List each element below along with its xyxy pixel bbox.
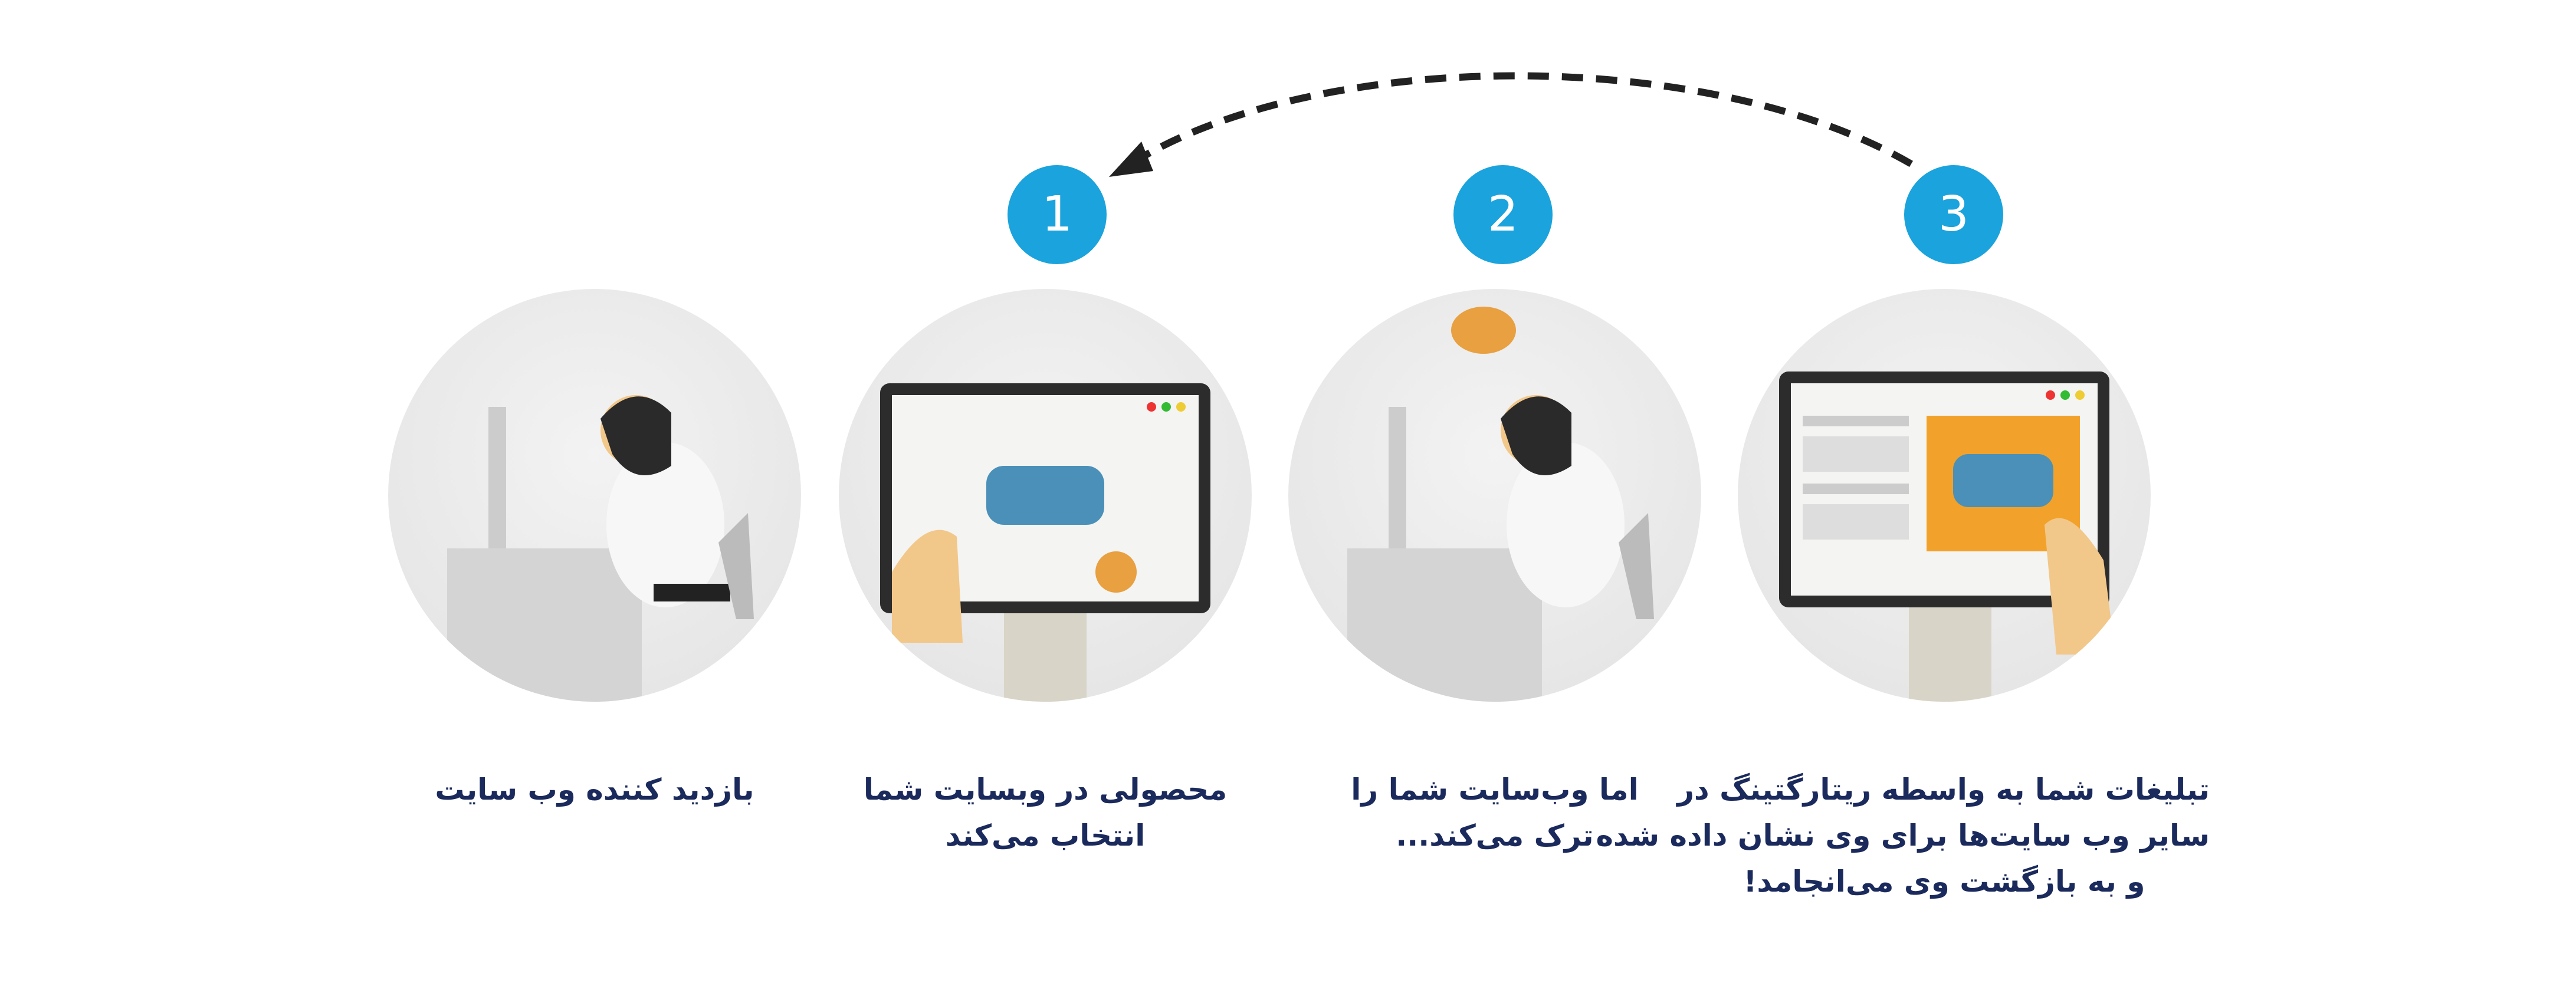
step-number-badge: 1: [1008, 165, 1107, 264]
arrowhead-icon: [1109, 142, 1153, 177]
caption-line: اما وب‌سایت شما را: [1351, 772, 1639, 807]
select-product-illustration: [839, 289, 1252, 702]
caption-line: تبلیغات شما به واسطه ریتارگتینگ در: [1677, 772, 2210, 807]
caption-line: انتخاب می‌کند: [945, 818, 1146, 853]
cookie-icon: [1095, 551, 1137, 593]
leave-website-illustration: [1288, 289, 1701, 702]
step-visitor: بازدید کننده وب سایت: [388, 289, 801, 807]
caption-line: ترک می‌کند...: [1396, 818, 1594, 853]
caption-line: محصولی در وبسایت شما: [863, 772, 1228, 807]
car-icon: [986, 466, 1104, 525]
hand-icon: [2045, 518, 2115, 655]
step-caption: بازدید کننده وب سایت: [329, 767, 860, 813]
step-2: [1288, 289, 1701, 702]
caption-line: بازدید کننده وب سایت: [435, 772, 754, 807]
hand-icon: [892, 530, 963, 643]
step-number-badge: 2: [1453, 165, 1553, 264]
visitor-illustration: [388, 289, 801, 702]
step-caption: اما وب‌سایت شما را ترک می‌کند...: [1229, 767, 1760, 859]
step-1: [839, 289, 1252, 702]
retargeting-ad-illustration: [1738, 289, 2151, 702]
caption-line: و به بازگشت وی می‌انجامد!: [1743, 864, 2145, 899]
car-icon: [1953, 454, 2053, 507]
step-caption: محصولی در وبسایت شما انتخاب می‌کند: [780, 767, 1311, 859]
cookie-icon: [1451, 307, 1516, 354]
step-caption: تبلیغات شما به واسطه ریتارگتینگ در سایر …: [1596, 767, 2210, 905]
step-3: [1738, 289, 2151, 702]
step-number-badge: 3: [1904, 165, 2003, 264]
caption-line: سایر وب سایت‌ها برای وی نشان داده شده: [1596, 818, 2210, 853]
